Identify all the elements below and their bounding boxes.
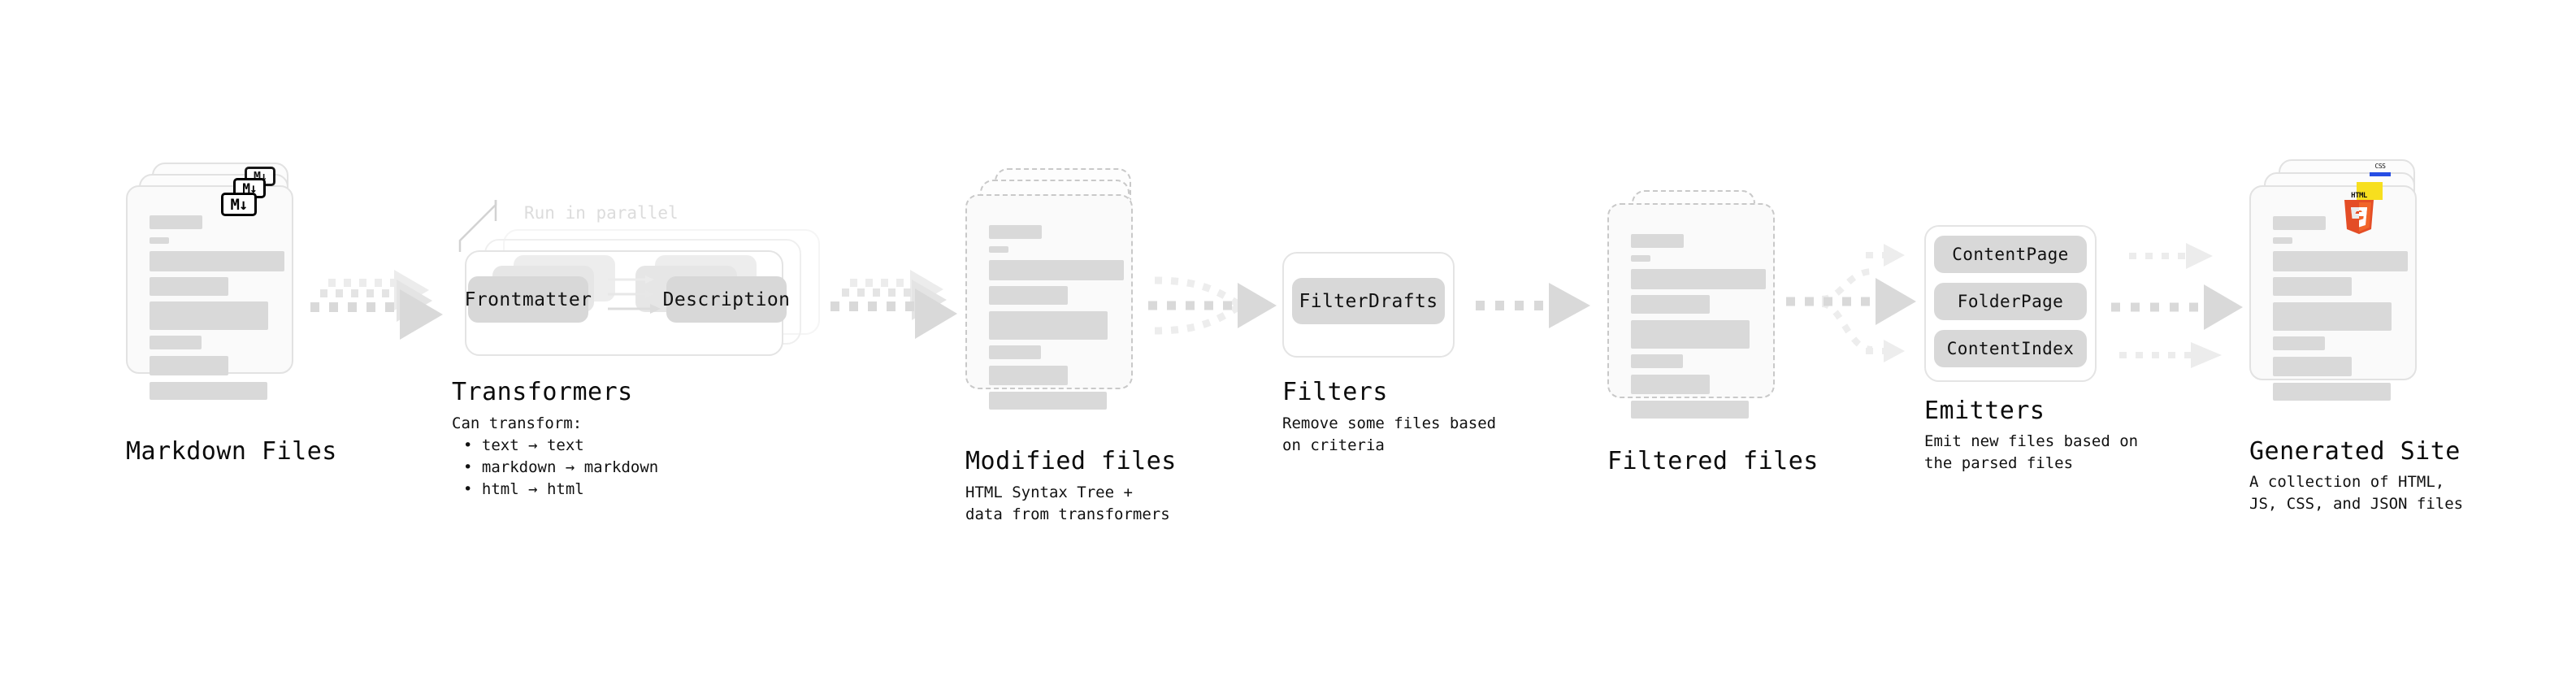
transformers-desc-item-1: • markdown → markdown — [463, 458, 659, 476]
filters-label: Filters — [1282, 378, 1388, 406]
markdown-file-front — [126, 185, 293, 400]
javascript-icon — [2357, 182, 2383, 200]
emitters-desc-2: the parsed files — [1924, 454, 2074, 472]
modified-files-desc-2: data from transformers — [965, 505, 1170, 523]
filtered-file-front — [1607, 203, 1775, 419]
chip-contentpage[interactable]: ContentPage — [1934, 236, 2087, 273]
doc-line — [2273, 216, 2326, 230]
chip-folderpage[interactable]: FolderPage — [1934, 283, 2087, 320]
doc-line — [989, 392, 1107, 410]
transformers-desc-item-2: • html → html — [463, 480, 584, 498]
transformers-desc-head: Can transform: — [452, 414, 583, 432]
css3-icon-label: CSS — [2374, 163, 2386, 170]
doc-line — [2273, 251, 2408, 271]
doc-line — [1631, 269, 1766, 289]
generated-site-desc-1: A collection of HTML, — [2249, 473, 2445, 491]
chip-filterdrafts[interactable]: FilterDrafts — [1292, 278, 1445, 324]
doc-line — [1631, 255, 1650, 262]
chip-contentindex[interactable]: ContentIndex — [1934, 330, 2087, 367]
doc-line — [989, 366, 1068, 385]
markdown-files-label: Markdown Files — [126, 437, 337, 466]
html5-icon-label: HTML — [2351, 192, 2367, 200]
doc-line — [150, 301, 268, 330]
doc-line — [150, 356, 228, 375]
arrow-filters-to-filtered — [1476, 283, 1590, 328]
doc-line — [1631, 295, 1710, 314]
doc-line — [150, 277, 228, 296]
doc-line — [2273, 357, 2352, 376]
transformers-label: Transformers — [452, 378, 633, 406]
markdown-icon: M↓ — [221, 193, 257, 216]
filtered-files-label: Filtered files — [1607, 447, 1819, 475]
doc-line — [989, 246, 1008, 253]
doc-line — [2273, 302, 2392, 331]
run-in-parallel-label: Run in parallel — [524, 203, 679, 223]
site-file-front — [2249, 185, 2417, 401]
html5-icon — [2344, 200, 2374, 234]
doc-line — [989, 286, 1068, 305]
doc-line — [989, 260, 1124, 280]
doc-line — [2273, 237, 2292, 244]
doc-line — [1631, 320, 1750, 349]
generated-site-desc-2: JS, CSS, and JSON files — [2249, 495, 2464, 513]
doc-line — [1631, 401, 1749, 419]
emitters-label: Emitters — [1924, 397, 2045, 425]
modified-file-front — [965, 194, 1133, 410]
doc-line — [989, 225, 1042, 239]
modified-files-desc-1: HTML Syntax Tree + — [965, 484, 1133, 501]
doc-line — [2273, 383, 2391, 401]
doc-line — [150, 237, 169, 244]
transformers-desc-item-0: • text → text — [463, 436, 584, 454]
doc-line — [150, 215, 202, 229]
chip-description[interactable]: Description — [663, 276, 790, 323]
doc-line — [150, 382, 267, 400]
doc-line — [150, 251, 284, 271]
modified-files-label: Modified files — [965, 447, 1177, 475]
css3-icon — [2370, 172, 2391, 176]
filters-desc-1: Remove some files based — [1282, 414, 1497, 432]
arrow-markdown-to-transformers — [310, 270, 443, 340]
emitters-desc-1: Emit new files based on — [1924, 432, 2139, 450]
arrow-filtered-to-emitters — [1786, 244, 1916, 362]
doc-line — [1631, 234, 1684, 248]
doc-line — [2273, 336, 2325, 350]
doc-line — [150, 336, 202, 349]
doc-line — [1631, 354, 1683, 368]
chip-frontmatter[interactable]: Frontmatter — [465, 276, 592, 323]
arrow-modified-to-filters — [1148, 276, 1277, 335]
generated-site-label: Generated Site — [2249, 437, 2461, 466]
doc-line — [1631, 375, 1710, 394]
doc-line — [2273, 277, 2352, 296]
arrow-transformers-to-modified — [830, 270, 957, 339]
filters-desc-2: on criteria — [1282, 436, 1385, 454]
arrow-emitters-to-site — [2111, 243, 2243, 368]
doc-line — [989, 311, 1108, 340]
doc-line — [989, 345, 1041, 359]
